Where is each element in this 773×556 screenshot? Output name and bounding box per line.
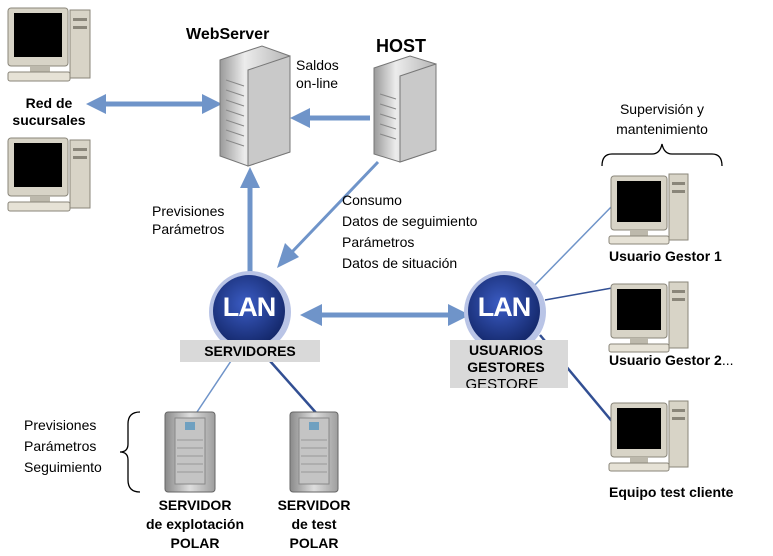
previsiones-top-line1: Previsiones [152, 203, 225, 219]
bottom-left-line2: Parámetros [24, 438, 97, 454]
consumo-line-2: Parámetros [342, 234, 415, 250]
bottom-left-line1: Previsiones [24, 417, 97, 433]
usuario-gestor-2-label: Usuario Gestor 2 [609, 352, 722, 368]
bottom-left-brace [119, 411, 141, 493]
arrow-lan-lan [300, 304, 470, 326]
webserver-tower-icon [219, 45, 291, 167]
servidor-explotacion-line2: de explotación [145, 516, 245, 532]
supervision-label-line2: mantenimiento [616, 121, 708, 137]
arrow-red-webserver [86, 94, 222, 114]
servidor-explotacion-icon [164, 411, 216, 493]
lan-servidores-node [209, 271, 291, 353]
arrow-lan-webserver [240, 167, 260, 272]
gestores-ghost-label: GESTORE [465, 376, 539, 388]
consumo-line-1: Datos de seguimiento [342, 213, 478, 229]
usuario-gestor-1-label: Usuario Gestor 1 [609, 248, 722, 264]
pc-bottom-left-icon [7, 137, 91, 212]
pc-top-left-icon [7, 7, 91, 82]
arrow-host-lan [277, 160, 380, 268]
servidores-box [180, 340, 320, 362]
arrow-host-webserver [290, 108, 370, 128]
servidor-test-line3: POLAR [289, 535, 339, 551]
usuarios-label-line1: USUARIOS [469, 342, 543, 358]
link-lan-usuario-2 [544, 287, 613, 301]
lan-left-text: LAN [222, 292, 277, 322]
servidor-explotacion-line1: SERVIDOR [158, 497, 232, 513]
supervision-label-line1: Supervisión y [619, 101, 705, 117]
link-lan-usuario-1 [529, 202, 616, 291]
pc-usuario-gestor-2-icon [608, 281, 689, 353]
usuarios-box [450, 340, 568, 388]
usuario-gestor-2-ellipsis: ... [721, 352, 734, 368]
consumo-line-3: Datos de situación [342, 255, 458, 271]
red-sucursales-label-line1: Red de [25, 95, 73, 111]
saldos-label-line1: Saldos [296, 57, 339, 73]
link-lan-servidor-test [261, 351, 319, 416]
servidor-test-icon [289, 411, 339, 493]
red-sucursales-label-line2: sucursales [12, 112, 86, 128]
saldos-label-line2: on-line [296, 75, 339, 91]
lan-usuarios-node [464, 271, 546, 353]
equipo-test-label: Equipo test cliente [609, 484, 734, 500]
pc-equipo-test-icon [608, 400, 689, 472]
supervision-bracket [601, 143, 723, 167]
usuarios-label-line2: GESTORES [467, 359, 545, 375]
pc-usuario-gestor-1-icon [608, 173, 689, 245]
servidor-test-line2: de test [291, 516, 337, 532]
host-tower-icon [373, 55, 437, 163]
lan-right-text: LAN [477, 292, 532, 322]
bottom-left-line3: Seguimiento [24, 459, 102, 475]
previsiones-top-line2: Parámetros [152, 221, 225, 237]
webserver-label: WebServer [186, 26, 270, 43]
usuario-gestor-2-label-wrap: Usuario Gestor 2... [609, 352, 734, 368]
consumo-line-0: Consumo [342, 192, 402, 208]
host-label: HOST [376, 36, 427, 56]
servidores-label: SERVIDORES [204, 343, 296, 359]
servidor-test-line1: SERVIDOR [277, 497, 351, 513]
link-lan-servidor-explotacion [194, 351, 238, 416]
servidor-explotacion-line3: POLAR [170, 535, 220, 551]
